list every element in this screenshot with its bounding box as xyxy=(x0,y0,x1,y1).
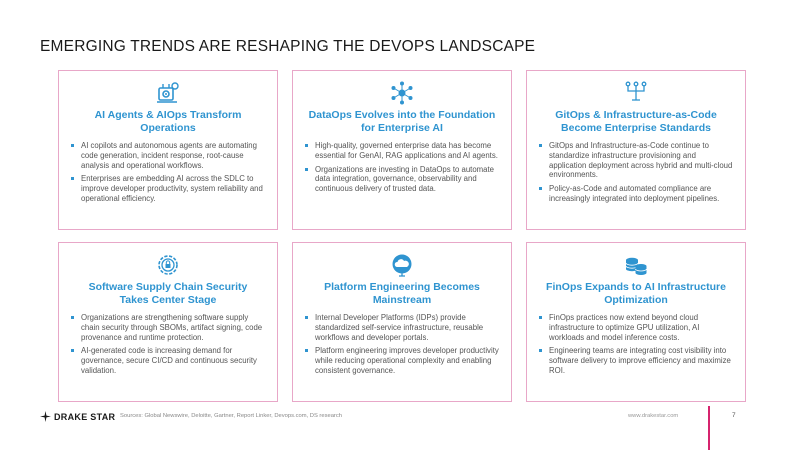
website-link[interactable]: www.drakestar.com xyxy=(628,413,679,419)
card-finops: FinOps Expands to AI Infrastructure Opti… xyxy=(526,242,746,402)
data-network-icon xyxy=(303,79,501,107)
bullet-list: Internal Developer Platforms (IDPs) prov… xyxy=(303,313,501,376)
bullet-item: Organizations are investing in DataOps t… xyxy=(303,165,501,194)
card-title: GitOps & Infrastructure-as-Code Become E… xyxy=(555,109,717,134)
page-title: EMERGING TRENDS ARE RESHAPING THE DEVOPS… xyxy=(40,38,536,55)
card-gitops: GitOps & Infrastructure-as-Code Become E… xyxy=(526,70,746,230)
ai-gears-icon xyxy=(69,79,267,107)
security-gear-icon xyxy=(69,251,267,279)
bullet-item: FinOps practices now extend beyond cloud… xyxy=(537,313,735,342)
bullet-list: Organizations are strengthening software… xyxy=(69,313,267,376)
bullet-item: AI copilots and autonomous agents are au… xyxy=(69,141,267,170)
accent-divider xyxy=(708,406,710,450)
card-platform-engineering: Platform Engineering Becomes Mainstream … xyxy=(292,242,512,402)
bullet-item: Internal Developer Platforms (IDPs) prov… xyxy=(303,313,501,342)
bullet-list: FinOps practices now extend beyond cloud… xyxy=(537,313,735,376)
card-title: Software Supply Chain Security Takes Cen… xyxy=(88,281,248,306)
card-title: DataOps Evolves into the Foundation for … xyxy=(308,109,496,134)
card-title: FinOps Expands to AI Infrastructure Opti… xyxy=(546,281,726,306)
logo-text: DRAKE STAR xyxy=(54,411,116,422)
card-title: AI Agents & AIOps Transform Operations xyxy=(94,109,242,134)
bullet-item: Policy-as-Code and automated compliance … xyxy=(537,184,735,204)
star-icon xyxy=(40,411,51,422)
bullet-list: AI copilots and autonomous agents are au… xyxy=(69,141,267,204)
card-ai-agents: AI Agents & AIOps Transform Operations A… xyxy=(58,70,278,230)
card-supply-chain-security: Software Supply Chain Security Takes Cen… xyxy=(58,242,278,402)
drake-star-logo: DRAKE STAR xyxy=(40,411,115,422)
bullet-item: Platform engineering improves developer … xyxy=(303,346,501,375)
bullet-list: GitOps and Infrastructure-as-Code contin… xyxy=(537,141,735,204)
bullet-item: AI-generated code is increasing demand f… xyxy=(69,346,267,375)
bullet-item: Organizations are strengthening software… xyxy=(69,313,267,342)
card-dataops: DataOps Evolves into the Foundation for … xyxy=(292,70,512,230)
bullet-list: High-quality, governed enterprise data h… xyxy=(303,141,501,194)
coins-icon xyxy=(537,251,735,279)
bullet-item: GitOps and Infrastructure-as-Code contin… xyxy=(537,141,735,180)
bullet-item: Engineering teams are integrating cost v… xyxy=(537,346,735,375)
page-number: 7 xyxy=(732,412,736,419)
trends-grid: AI Agents & AIOps Transform Operations A… xyxy=(58,70,746,402)
bullet-item: Enterprises are embedding AI across the … xyxy=(69,174,267,203)
cloud-icon xyxy=(303,251,501,279)
sources-note: Sources: Global Newswire, Deloitte, Gart… xyxy=(120,413,342,419)
card-title: Platform Engineering Becomes Mainstream xyxy=(324,281,480,306)
bullet-item: High-quality, governed enterprise data h… xyxy=(303,141,501,161)
git-branch-icon xyxy=(537,79,735,107)
